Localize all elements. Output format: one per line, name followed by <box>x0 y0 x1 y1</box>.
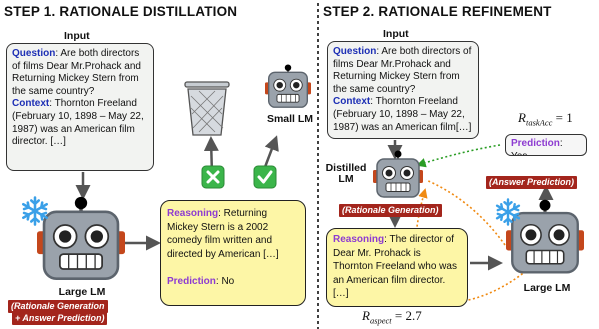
step2-input-label: Input <box>383 28 409 40</box>
context-key: Context <box>12 98 50 110</box>
reasoning-key: Reasoning <box>333 234 385 245</box>
context-text: : Thornton Freeland (February 10, 1898 –… <box>12 98 144 148</box>
prediction-key: Prediction <box>511 138 560 149</box>
answer-prediction-tag: (Answer Prediction) <box>486 176 578 189</box>
context-key: Context <box>333 96 371 108</box>
prediction-key: Prediction <box>167 276 216 287</box>
reward-symbol: R <box>362 308 370 323</box>
prediction-text: : Yes <box>511 138 563 155</box>
rationale-generation-tag: (Rationale Generation) <box>339 204 442 217</box>
reasoning-key: Reasoning <box>167 208 219 219</box>
distilled-lm-label-line2: LM <box>338 173 354 185</box>
robot-icon <box>373 150 423 198</box>
step2-reasoning-box: Reasoning: The director of Dear Mr. Proh… <box>326 228 468 307</box>
snowflake-icon <box>22 196 48 226</box>
question-text: : Are both directors of films Dear Mr.Pr… <box>333 46 472 95</box>
reasoning-text: : Returning Mickey Stern is a 2002 comed… <box>167 208 279 260</box>
reward-value: = 1 <box>552 110 573 125</box>
small-lm-label: Small LM <box>266 113 314 125</box>
reward-task-acc-arrow <box>416 144 501 168</box>
step1-large-lm-label: Large LM <box>58 286 106 298</box>
reward-value: = 2.7 <box>391 308 422 323</box>
robot-icon <box>37 196 125 281</box>
large-lm-tag-line2: + Answer Prediction) <box>12 312 108 325</box>
reward-task-acc: RtaskAcc = 1 <box>518 110 573 128</box>
step1-input-label: Input <box>64 30 90 42</box>
reward-symbol: R <box>518 110 526 125</box>
step2-prediction-box: Prediction: Yes <box>505 134 587 156</box>
step1-title: STEP 1. RATIONALE DISTILLATION <box>4 4 238 19</box>
distilled-lm-label-line1: Distilled <box>325 162 367 174</box>
step2-input-box: Question: Are both directors of films De… <box>327 41 479 139</box>
robot-icon <box>265 64 311 109</box>
question-key: Question <box>12 48 56 59</box>
large-lm-tag-line1: (Rationale Generation <box>8 300 108 313</box>
trash-can-icon <box>184 81 230 136</box>
step1-input-box: Question: Are both directors of films De… <box>6 43 154 171</box>
reward-subscript: aspect <box>369 315 392 326</box>
distilled-lm-label: Distilled LM <box>322 163 370 185</box>
step2-large-lm-label: Large LM <box>523 282 571 294</box>
question-text: : Are both directors of films Dear Mr.Pr… <box>12 48 141 97</box>
reward-aspect-arrow-upper <box>425 179 506 246</box>
reward-aspect: Raspect = 2.7 <box>362 308 422 326</box>
check-mark-icon <box>253 165 277 189</box>
cross-mark-icon <box>201 165 225 189</box>
step1-reasoning-box: Reasoning: Returning Mickey Stern is a 2… <box>160 200 306 306</box>
context-text: : Thornton Freeland (February 10, 1898 –… <box>333 96 472 133</box>
question-key: Question <box>333 46 377 57</box>
step2-title: STEP 2. RATIONALE REFINEMENT <box>323 4 552 19</box>
reward-subscript: taskAcc <box>525 117 553 128</box>
prediction-text: : No <box>215 276 235 287</box>
reasoning-text: : The director of Dear Mr. Prohack is Th… <box>333 234 457 299</box>
